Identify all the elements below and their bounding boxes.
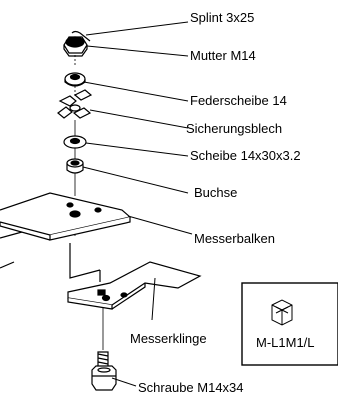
spring-washer-part xyxy=(64,72,86,87)
label-bolt: Schraube M14x34 xyxy=(138,380,244,395)
knife-blade-part xyxy=(67,243,202,310)
label-washer: Scheibe 14x30x3.2 xyxy=(190,148,301,163)
detail-inset: M-L1M1/L xyxy=(241,282,338,366)
label-spring-washer: Federscheibe 14 xyxy=(190,93,287,108)
label-nut: Mutter M14 xyxy=(190,48,256,63)
knife-beam-part xyxy=(0,192,132,269)
splint-part xyxy=(71,30,91,42)
label-splint: Splint 3x25 xyxy=(190,10,254,25)
label-locking-plate: Sicherungsblech xyxy=(186,121,282,136)
nut-m14-part xyxy=(63,36,88,57)
inset-caption: M-L1M1/L xyxy=(256,335,315,350)
label-knife-blade: Messerklinge xyxy=(130,331,207,346)
part-labels: Splint 3x25 Mutter M14 Federscheibe 14 S… xyxy=(130,10,301,395)
washer-part xyxy=(63,135,87,149)
bolt-part xyxy=(91,351,117,391)
label-bushing: Buchse xyxy=(194,185,237,200)
leader-lines xyxy=(82,21,193,387)
bushing-part xyxy=(66,158,84,174)
locking-plate-part xyxy=(57,89,93,119)
label-knife-beam: Messerbalken xyxy=(194,231,275,246)
